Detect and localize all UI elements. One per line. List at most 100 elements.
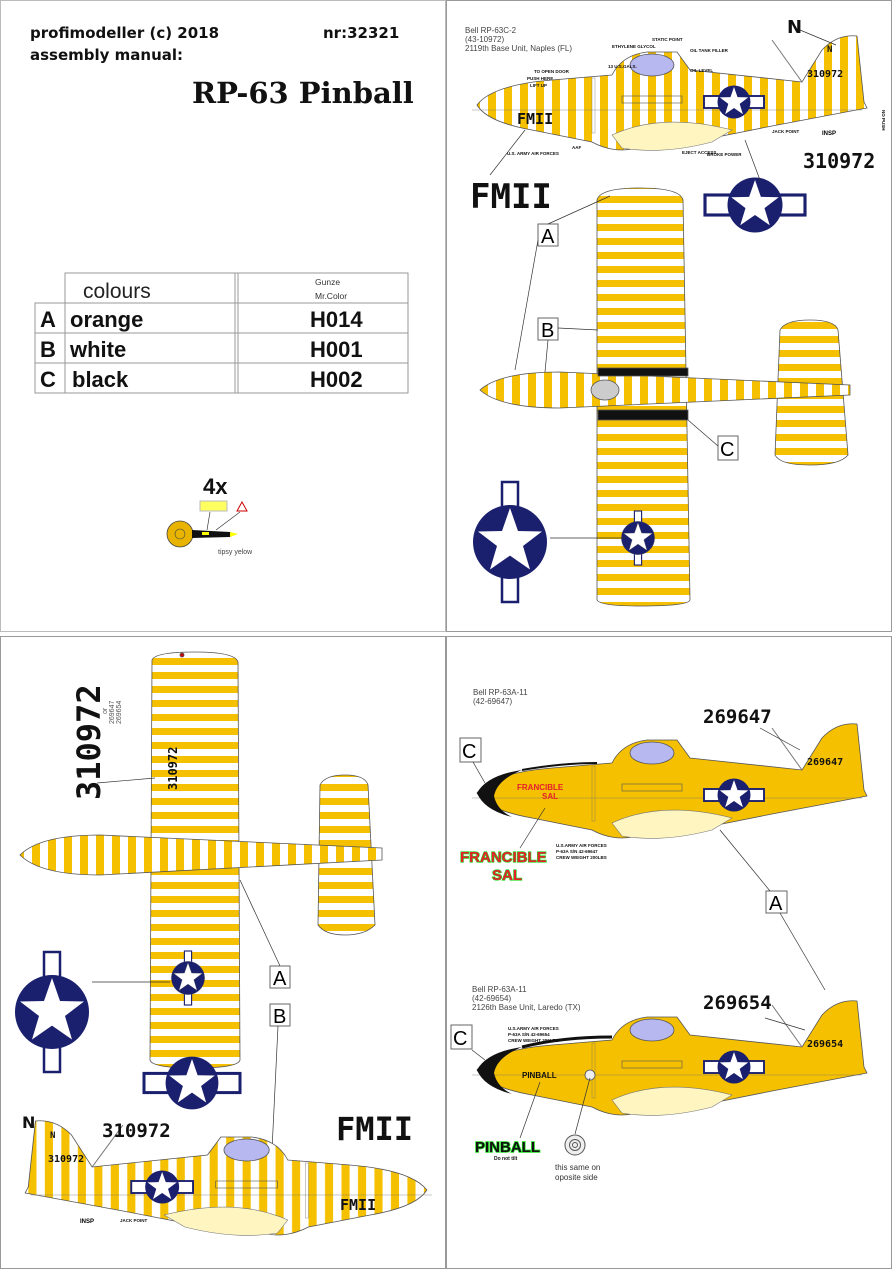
wing-number: 310972 [166, 747, 180, 790]
callout-c-label: C [453, 1028, 467, 1050]
variant2-name: Bell RP-63A-11 [473, 688, 528, 697]
tail-letter-large: N [22, 1113, 35, 1132]
brand-header: Gunze [315, 277, 340, 287]
tail-letter: N [827, 45, 832, 55]
colour-name: orange [70, 307, 143, 332]
fuselage-code: FMII [517, 110, 553, 128]
colour-table [34, 272, 409, 394]
publisher: profimodeller (c) 2018 [30, 24, 219, 42]
wheel-icon [584, 1069, 596, 1081]
side-view-rp63a-69647: 269647 FRANCIBLE SAL [471, 723, 868, 839]
variant3-unit: 2126th Base Unit, Laredo (TX) [472, 1003, 581, 1012]
nose-art: FRANCIBLE [517, 783, 564, 792]
tail-number-large: 310972 [102, 1120, 171, 1142]
colour-code: H001 [310, 337, 363, 362]
panel-top-left [0, 0, 446, 632]
stencil: OIL LEVEL [690, 68, 713, 73]
fuselage-code: FMII [340, 1196, 376, 1214]
tail-number: 269647 [807, 757, 843, 768]
wing-number-large: 310972 [70, 684, 108, 800]
callout-a-label: A [769, 893, 783, 915]
stencil: AAF [572, 145, 581, 150]
colour-letter: C [40, 367, 56, 392]
stencil: JACK POINT [120, 1218, 148, 1223]
alt-or: or [102, 707, 109, 714]
variant3-name: Bell RP-63A-11 [472, 985, 527, 994]
roundel-decal-large [471, 480, 549, 604]
callout-b-label: B [273, 1006, 286, 1028]
propeller-diagram: 4x tipsy yelow [166, 474, 253, 556]
callout-b [269, 1003, 291, 1027]
warning-triangle-icon [236, 500, 248, 512]
colour-letter: A [40, 307, 56, 332]
spinner-icon [166, 520, 194, 548]
stencil: CREW WEIGHT 200LBS [556, 855, 607, 860]
stencil: INSP [80, 1219, 94, 1225]
tail-letter: N [50, 1131, 55, 1141]
callout-c [450, 1024, 473, 1050]
stencil: U.S.ARMY AIR FORCES [508, 1026, 559, 1031]
roundel-decal-large [13, 950, 91, 1074]
variant3-serial: (42-69654) [472, 994, 511, 1003]
tail-letter-large: N [787, 17, 802, 38]
nose-art: PINBALL [522, 1071, 557, 1080]
side-view-rp63a-69654: 269654 PINBALL [471, 1000, 868, 1116]
stencil: CREW WEIGHT 200LBS [508, 1038, 559, 1043]
wheel-hub-decal [564, 1134, 586, 1156]
tail-number: 269654 [807, 1039, 843, 1050]
nose-art-large: PINBALL [475, 1139, 540, 1156]
top-view-rp63c [479, 187, 851, 607]
callout-c [717, 435, 739, 461]
nose-art: SAL [542, 792, 558, 801]
catalog-number: nr:32321 [323, 24, 399, 42]
callout-a-label: A [541, 226, 555, 248]
callout-b-label: B [541, 320, 554, 342]
callout-a [765, 890, 788, 914]
stencil: PUSH HERE [527, 76, 553, 81]
nose-art-sub: Do not tilt [494, 1156, 518, 1162]
stencil: U.S.ARMY AIR FORCES [556, 843, 607, 848]
subtitle: assembly manual: [30, 46, 183, 64]
alt-number: 269654 [116, 701, 123, 724]
colour-code: H002 [310, 367, 363, 392]
variant2-serial: (42-69647) [473, 697, 512, 706]
stencil: JACK POINT [772, 129, 800, 134]
stencil: OIL TANK FILLER [690, 48, 729, 53]
colour-name: white [69, 337, 126, 362]
tail-number-large: 269654 [703, 992, 772, 1014]
colour-letter: B [40, 337, 56, 362]
tail-number-large: 269647 [703, 706, 772, 728]
stencil: ETHYLENE GLYCOL [612, 44, 656, 49]
stencil: LIFT UP [530, 83, 547, 88]
side-view-rp63c: N 310972 FMII TO OPEN DOOR PUSH HERE LIF… [471, 35, 886, 157]
callout-a-label: A [273, 968, 287, 990]
variant1-serial: (43-10972) [465, 35, 504, 44]
colours-header: colours [83, 280, 151, 303]
brand-header-2: Mr.Color [315, 291, 347, 301]
variant1-unit: 2119th Base Unit, Naples (FL) [465, 44, 572, 53]
wheel-note: this same on [555, 1163, 600, 1172]
callout-c [459, 737, 482, 763]
wheel-note: oposite side [555, 1173, 598, 1182]
variant1-name: Bell RP-63C-2 [465, 26, 517, 35]
callout-c-label: C [720, 439, 734, 461]
colour-code: H014 [310, 307, 363, 332]
nose-art-large: FRANCIBLE [460, 849, 547, 866]
propeller-caption: tipsy yelow [218, 549, 253, 556]
stencil: INSP [822, 131, 836, 137]
tail-number: 310972 [807, 69, 843, 80]
colour-name: black [72, 367, 129, 392]
top-view-underside [19, 651, 383, 1069]
tail-number-large: 310972 [803, 149, 875, 173]
propeller-quantity: 4x [203, 474, 228, 499]
stencil: BROKE POWER [707, 152, 742, 157]
page-title: RP-63 Pinball [192, 76, 414, 110]
stencil: TO OPEN DOOR [534, 69, 570, 74]
stencil: P-63A S/N 42-69654 [508, 1032, 550, 1037]
stencil: EJECT ACCESS [682, 150, 716, 155]
roundel-decal [703, 175, 807, 235]
nose-art-decal: PINBALL Do not tilt [474, 1138, 541, 1162]
stencil: P-63A S/N 42-69647 [556, 849, 598, 854]
callout-c-label: C [462, 741, 476, 763]
